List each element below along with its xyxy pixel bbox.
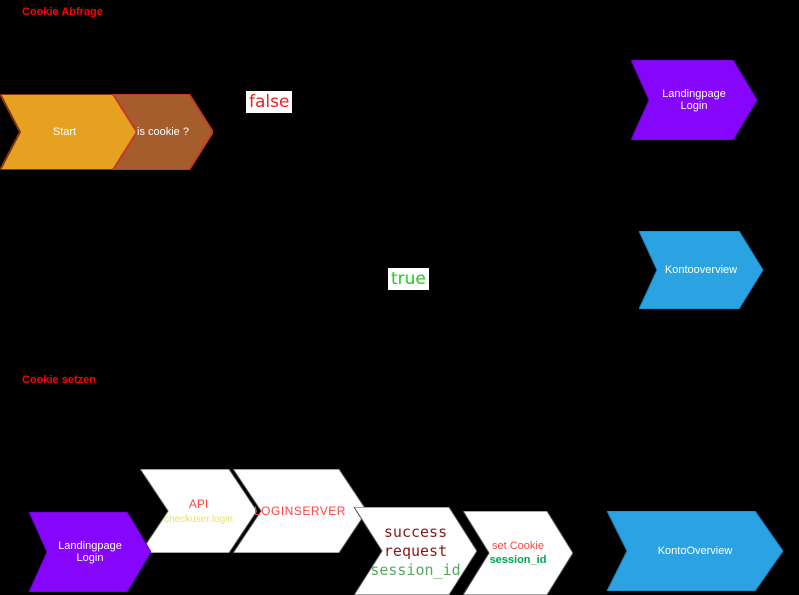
chevron-arrow-graphic [631,60,757,140]
node-kontooverview-bottom[interactable]: KontoOverview [607,511,783,591]
node-kontooverview-top[interactable]: Kontooverview [639,231,763,309]
node-is-cookie[interactable]: is cookie ? [113,94,213,170]
node-success-request[interactable]: success request session_id [354,507,477,595]
chevron-arrow-graphic [607,511,783,591]
chevron-arrow-graphic [113,94,213,170]
chevron-arrow-graphic [29,512,151,592]
edge-label-true[interactable]: true [388,268,429,290]
chevron-arrow-graphic [140,469,257,553]
node-landingpage-login-bottom[interactable]: Landingpage Login [29,512,151,592]
chevron-arrow-graphic [354,507,477,595]
section-label-cookie-setzen: Cookie setzen [22,374,96,386]
chevron-arrow-graphic [233,469,367,553]
chevron-arrow-graphic [0,94,137,170]
edge-label-false[interactable]: false [246,91,293,113]
chevron-arrow-graphic [463,511,573,595]
node-loginserver[interactable]: LOGINSERVER [233,469,367,553]
chevron-arrow-graphic [639,231,763,309]
node-landingpage-login-top[interactable]: Landingpage Login [631,60,757,140]
section-label-cookie-abfrage: Cookie Abfrage [22,6,103,18]
node-set-cookie[interactable]: set Cookie session_id [463,511,573,595]
